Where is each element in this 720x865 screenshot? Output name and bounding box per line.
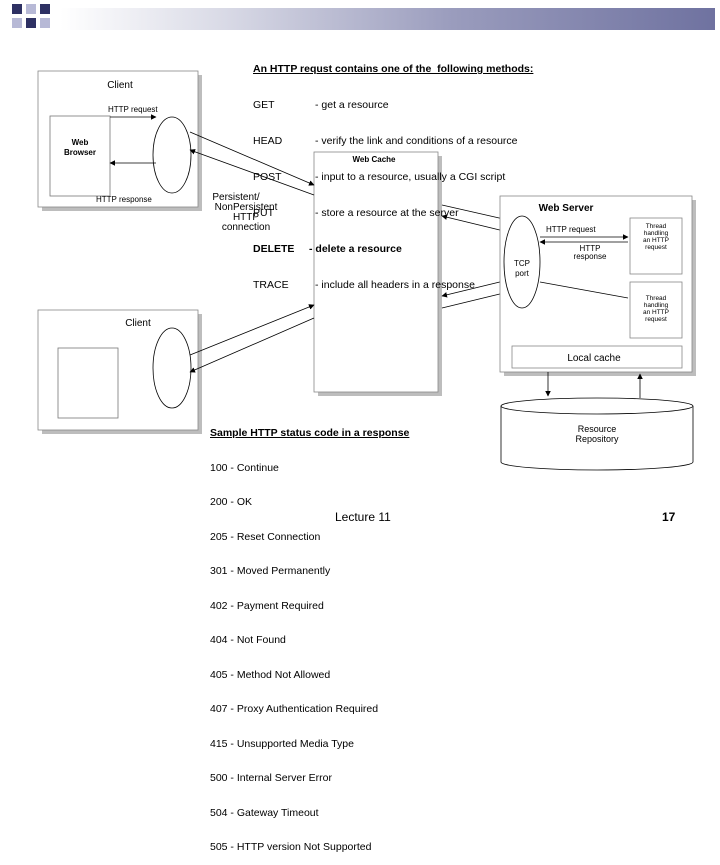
method-line: PUT - store a resource at the server [253, 207, 533, 219]
methods-title: An HTTP requst contains one of the follo… [253, 63, 534, 75]
method-desc: - include all headers in a response [315, 279, 475, 291]
deco-square [40, 4, 50, 14]
thread-2-link [539, 281, 629, 299]
http-request-top-label: HTTP request [108, 105, 158, 114]
deco-square [12, 4, 22, 14]
repository-top [500, 397, 694, 415]
web-cache-box [313, 151, 439, 393]
conn-arrow [441, 204, 509, 222]
thread-1-line4: request [645, 244, 667, 251]
server-http-response-line2: response [574, 252, 607, 261]
thread-2-line1: Thread [646, 295, 667, 302]
repository-body [501, 406, 693, 462]
method-line: TRACE - include all headers in a response [253, 279, 533, 291]
repository-label-line1: Resource [578, 424, 617, 434]
thread-1-line2: handling [644, 230, 669, 237]
thread-2-line4: request [645, 316, 667, 323]
status-line: 415 - Unsupported Media Type [210, 737, 354, 750]
status-line: 205 - Reset Connection [210, 530, 321, 543]
method-desc: - store a resource at the server [315, 207, 459, 219]
deco-square [12, 18, 22, 28]
local-cache-label: Local cache [567, 353, 621, 364]
server-http-request-label: HTTP request [546, 225, 596, 234]
http-diagram: Client Web Browser HTTP request HTTP res… [37, 70, 696, 471]
method-name: POST [253, 171, 282, 183]
tcp-port-socket [503, 215, 541, 309]
client-bottom-label: Client [125, 318, 151, 329]
method-desc: - input to a resource, usually a CGI scr… [315, 171, 506, 183]
local-cache-box [511, 345, 683, 369]
thread-2-line2: handling [644, 302, 669, 309]
status-line: 505 - HTTP version Not Supported [210, 841, 372, 853]
method-name: PUT [253, 207, 274, 219]
client-bottom-inner-box [57, 347, 119, 419]
method-desc: - delete a resource [309, 243, 402, 255]
deco-square [26, 4, 36, 14]
http-response-top-label: HTTP response [96, 195, 152, 204]
conn-arrow [189, 149, 315, 196]
conn-arrow [189, 317, 315, 373]
client-top-socket [152, 116, 192, 194]
web-browser-label-line1: Web [72, 138, 89, 147]
method-name: TRACE [253, 279, 289, 291]
method-name: GET [253, 99, 275, 111]
status-line: 402 - Payment Required [210, 599, 324, 612]
thread-2-line3: an HTTP [643, 309, 669, 316]
status-line: 504 - Gateway Timeout [210, 806, 319, 819]
client-bottom-socket [152, 327, 192, 409]
decorative-squares [0, 0, 720, 40]
status-line: 404 - Not Found [210, 634, 286, 646]
status-code-list: Sample HTTP status code in a response 10… [210, 405, 409, 865]
page-number: 17 [662, 510, 676, 524]
repository-label-line2: Repository [575, 434, 619, 444]
method-desc: - get a resource [315, 99, 389, 111]
persistent-label-line3: HTTP [233, 212, 259, 223]
web-browser-label-line2: Browser [64, 148, 96, 157]
method-line: POST - input to a resource, usually a CGI… [253, 171, 533, 183]
conn-arrow [189, 131, 315, 186]
conn-arrow [441, 214, 509, 233]
deco-square [26, 18, 36, 28]
status-line: 407 - Proxy Authentication Required [210, 703, 379, 715]
method-name: DELETE [253, 243, 295, 255]
method-line: HEAD - verify the link and conditions of … [253, 135, 533, 147]
status-line: 405 - Method Not Allowed [210, 668, 331, 681]
web-server-label: Web Server [539, 203, 594, 214]
method-desc: - verify the link and conditions of a re… [315, 135, 518, 147]
methods-list: An HTTP requst contains one of the follo… [253, 39, 533, 303]
deco-square [40, 18, 50, 28]
thread-1-line3: an HTTP [643, 237, 669, 244]
status-line: 500 - Internal Server Error [210, 772, 332, 784]
method-line: GET - get a resource [253, 99, 533, 111]
header-gradient-band [60, 8, 715, 30]
conn-arrow [189, 304, 315, 356]
repository-bottom [500, 461, 694, 471]
persistent-label-line2: NonPersistent [215, 202, 278, 213]
persistent-label-line4: connection [222, 222, 270, 233]
status-line: 100 - Continue [210, 461, 279, 474]
thread-box-1 [629, 217, 683, 275]
thread-box-2 [629, 281, 683, 339]
persistent-label-line1: Persistent/ [212, 192, 259, 203]
web-cache-label: Web Cache [353, 155, 397, 164]
status-line: 200 - OK [210, 496, 253, 508]
tcp-port-label-line2: port [515, 269, 530, 278]
thread-1-line1: Thread [646, 223, 667, 230]
conn-arrow [441, 290, 509, 309]
server-http-response-line1: HTTP [580, 244, 601, 253]
footer-lecture-label: Lecture 11 [335, 510, 391, 524]
method-line: DELETE - delete a resource [253, 243, 533, 255]
client-top-label: Client [107, 80, 133, 91]
status-line: 301 - Moved Permanently [210, 565, 331, 577]
status-title: Sample HTTP status code in a response [210, 427, 410, 439]
web-browser-box [49, 115, 111, 197]
conn-arrow [441, 279, 509, 298]
method-name: HEAD [253, 135, 283, 147]
tcp-port-label-line1: TCP [514, 259, 530, 268]
